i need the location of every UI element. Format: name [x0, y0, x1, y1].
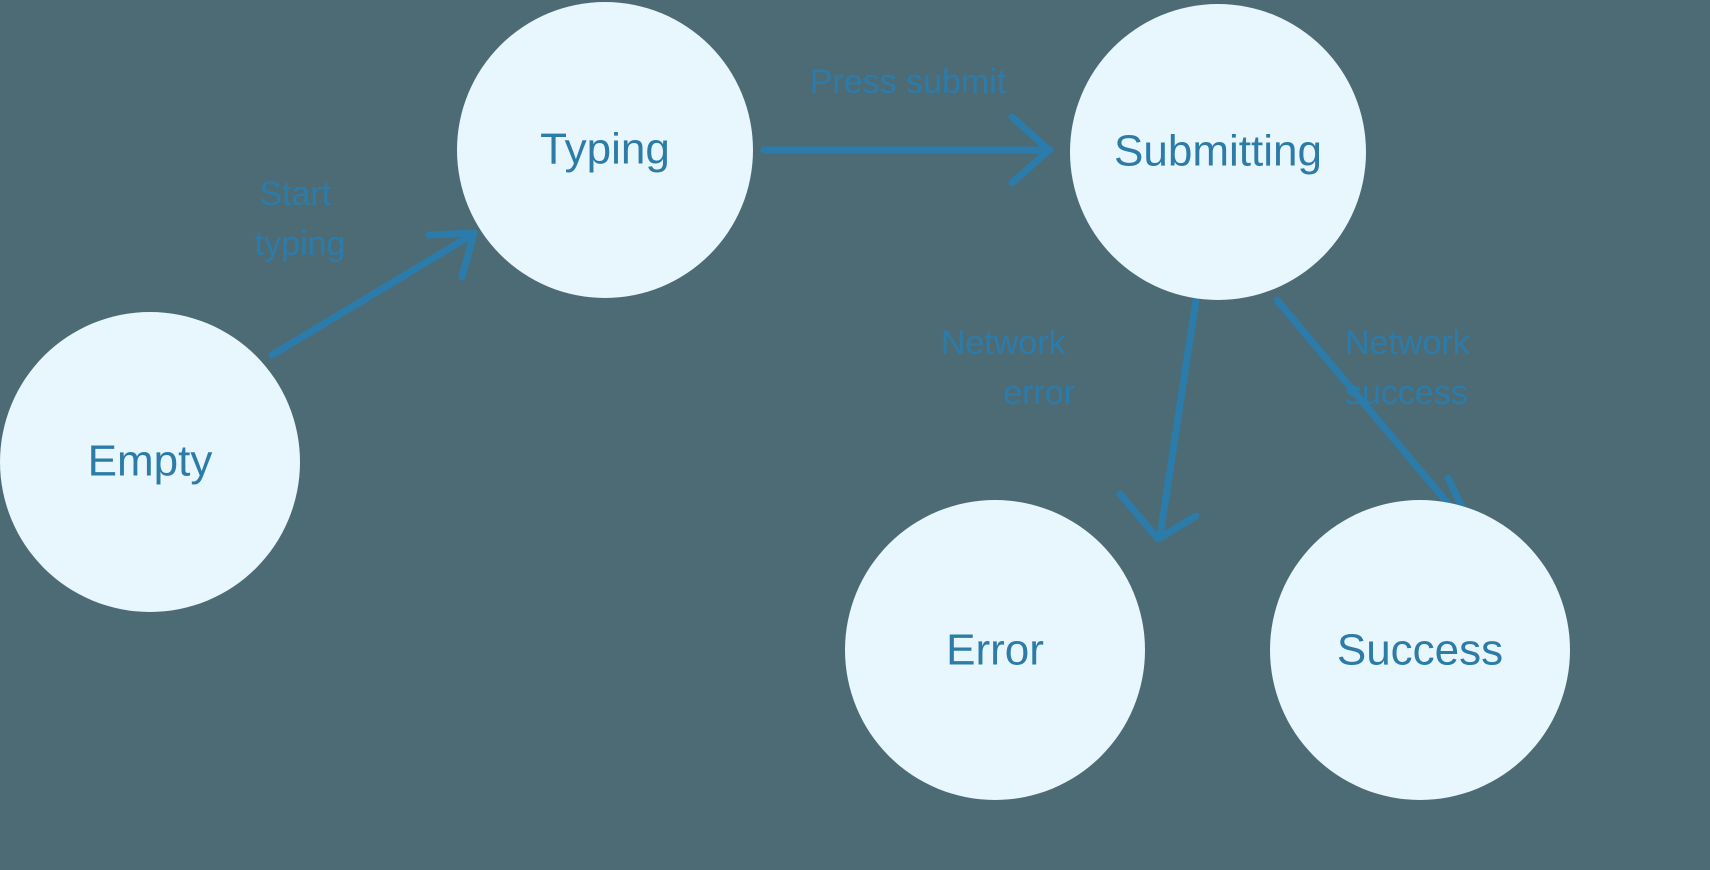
node-empty-circle[interactable]	[0, 312, 300, 612]
edge-start-typing-arrowhead	[425, 229, 478, 281]
node-submitting-label: Submitting	[1114, 127, 1322, 176]
node-typing-label: Typing	[540, 125, 670, 174]
edge-press-submit	[760, 113, 1054, 187]
edge-label-start-typing: Start typing	[255, 175, 346, 263]
edge-press-submit-arrowhead	[1008, 113, 1053, 187]
edge-network-error-arrowhead	[1116, 490, 1200, 543]
node-success-circle[interactable]	[1270, 500, 1570, 800]
edge-start-typing-line	[268, 232, 474, 359]
edge-label-start-typing-line-1: Start	[259, 175, 331, 213]
node-typing-circle[interactable]	[457, 2, 753, 298]
edge-label-network-error-line-2: error	[1003, 374, 1075, 412]
edge-label-network-success: Network success	[1345, 324, 1479, 412]
node-error[interactable]: Error	[845, 500, 1145, 800]
node-success-label: Success	[1337, 626, 1503, 675]
node-error-label: Error	[946, 626, 1044, 675]
node-empty-label: Empty	[88, 437, 213, 486]
node-submitting-circle[interactable]	[1070, 4, 1366, 300]
edge-network-error-line	[1156, 296, 1200, 540]
edge-label-network-error: Network error	[941, 324, 1075, 412]
edge-label-network-error-line-1: Network	[941, 324, 1067, 362]
edge-start-typing	[268, 229, 478, 359]
node-typing[interactable]: Typing	[457, 2, 753, 298]
edge-network-error	[1116, 296, 1200, 543]
edge-label-press-submit-line-1: Press submit	[810, 63, 1007, 101]
node-submitting[interactable]: Submitting	[1070, 4, 1366, 300]
edge-label-press-submit: Press submit	[810, 63, 1007, 101]
edge-label-start-typing-line-2: typing	[255, 225, 346, 263]
edge-network-success-line	[1273, 296, 1476, 536]
node-error-circle[interactable]	[845, 500, 1145, 800]
edge-label-network-success-line-2: success	[1345, 374, 1468, 412]
node-success[interactable]: Success	[1270, 500, 1570, 800]
node-empty[interactable]: Empty	[0, 312, 300, 612]
edge-label-network-success-line-1: Network	[1345, 324, 1471, 362]
